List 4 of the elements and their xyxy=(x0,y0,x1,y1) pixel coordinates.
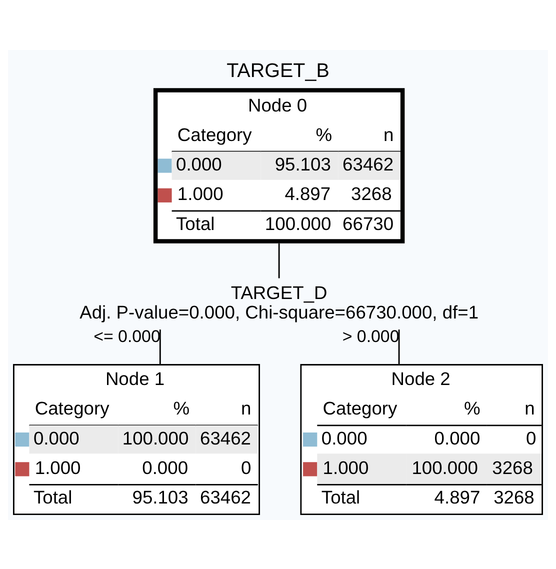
diagram-title: TARGET_B xyxy=(226,60,330,82)
node-text: TARGET_D Adj. P-value=0.000, Chi-square=66730.000, df=1 xyxy=(80,281,479,322)
edge-label: > 0.000 xyxy=(342,326,400,346)
edge-label: <= 0.000 xyxy=(94,326,160,346)
